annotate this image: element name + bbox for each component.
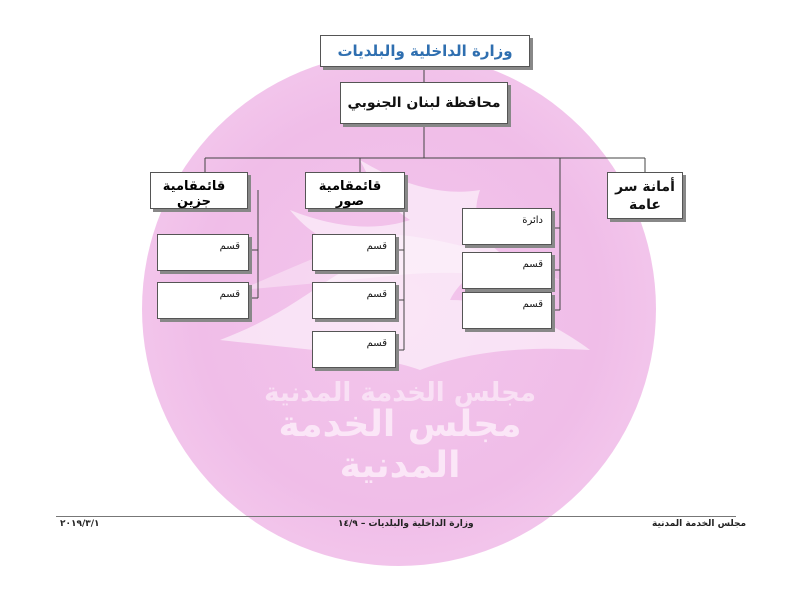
qaimaqamiya-sour-label: قائمقامية صور — [318, 179, 382, 209]
qaimaqamiya-jezzine-label: قائمقامية جزين — [162, 179, 226, 209]
footer-date: ٢٠١٩/٣/١ — [60, 519, 100, 529]
qaimaqamiya-jezzine-box: قائمقامية جزين — [150, 172, 248, 209]
footer-divider — [56, 516, 736, 517]
jezzine-section-2-label: قسم — [219, 289, 240, 300]
governorate-section-2-box: قسم — [462, 292, 552, 329]
department-label: دائرة — [522, 215, 543, 226]
sour-section-1-label: قسم — [366, 241, 387, 252]
ministry-label: وزارة الداخلية والبلديات — [337, 42, 513, 60]
secretariat-label: أمانة سر عامة — [615, 178, 675, 213]
governorate-label: محافظة لبنان الجنوبي — [347, 95, 501, 111]
governorate-box: محافظة لبنان الجنوبي — [340, 82, 508, 124]
ministry-box: وزارة الداخلية والبلديات — [320, 35, 530, 67]
watermark-line-2: مجلس الخدمة المدنية — [278, 404, 522, 486]
sour-section-3-label: قسم — [366, 338, 387, 349]
sour-section-1-box: قسم — [312, 234, 396, 271]
governorate-section-1-box: قسم — [462, 252, 552, 289]
footer-page-ref: وزارة الداخلية والبلديات – ١٤/٩ — [338, 519, 474, 529]
department-box: دائرة — [462, 208, 552, 245]
jezzine-section-2-box: قسم — [157, 282, 249, 319]
jezzine-section-1-label: قسم — [219, 241, 240, 252]
sour-section-2-box: قسم — [312, 282, 396, 319]
watermark-text: مجلس الخدمة المدنية مجلس الخدمة المدنية — [230, 378, 570, 486]
governorate-section-1-label: قسم — [522, 259, 543, 270]
footer-council-name: مجلس الخدمة المدنية — [652, 519, 747, 529]
qaimaqamiya-sour-box: قائمقامية صور — [305, 172, 405, 209]
secretariat-box: أمانة سر عامة — [607, 172, 683, 219]
jezzine-section-1-box: قسم — [157, 234, 249, 271]
governorate-section-2-label: قسم — [522, 299, 543, 310]
sour-section-3-box: قسم — [312, 331, 396, 368]
watermark-line-1: مجلس الخدمة المدنية — [264, 378, 536, 408]
sour-section-2-label: قسم — [366, 289, 387, 300]
